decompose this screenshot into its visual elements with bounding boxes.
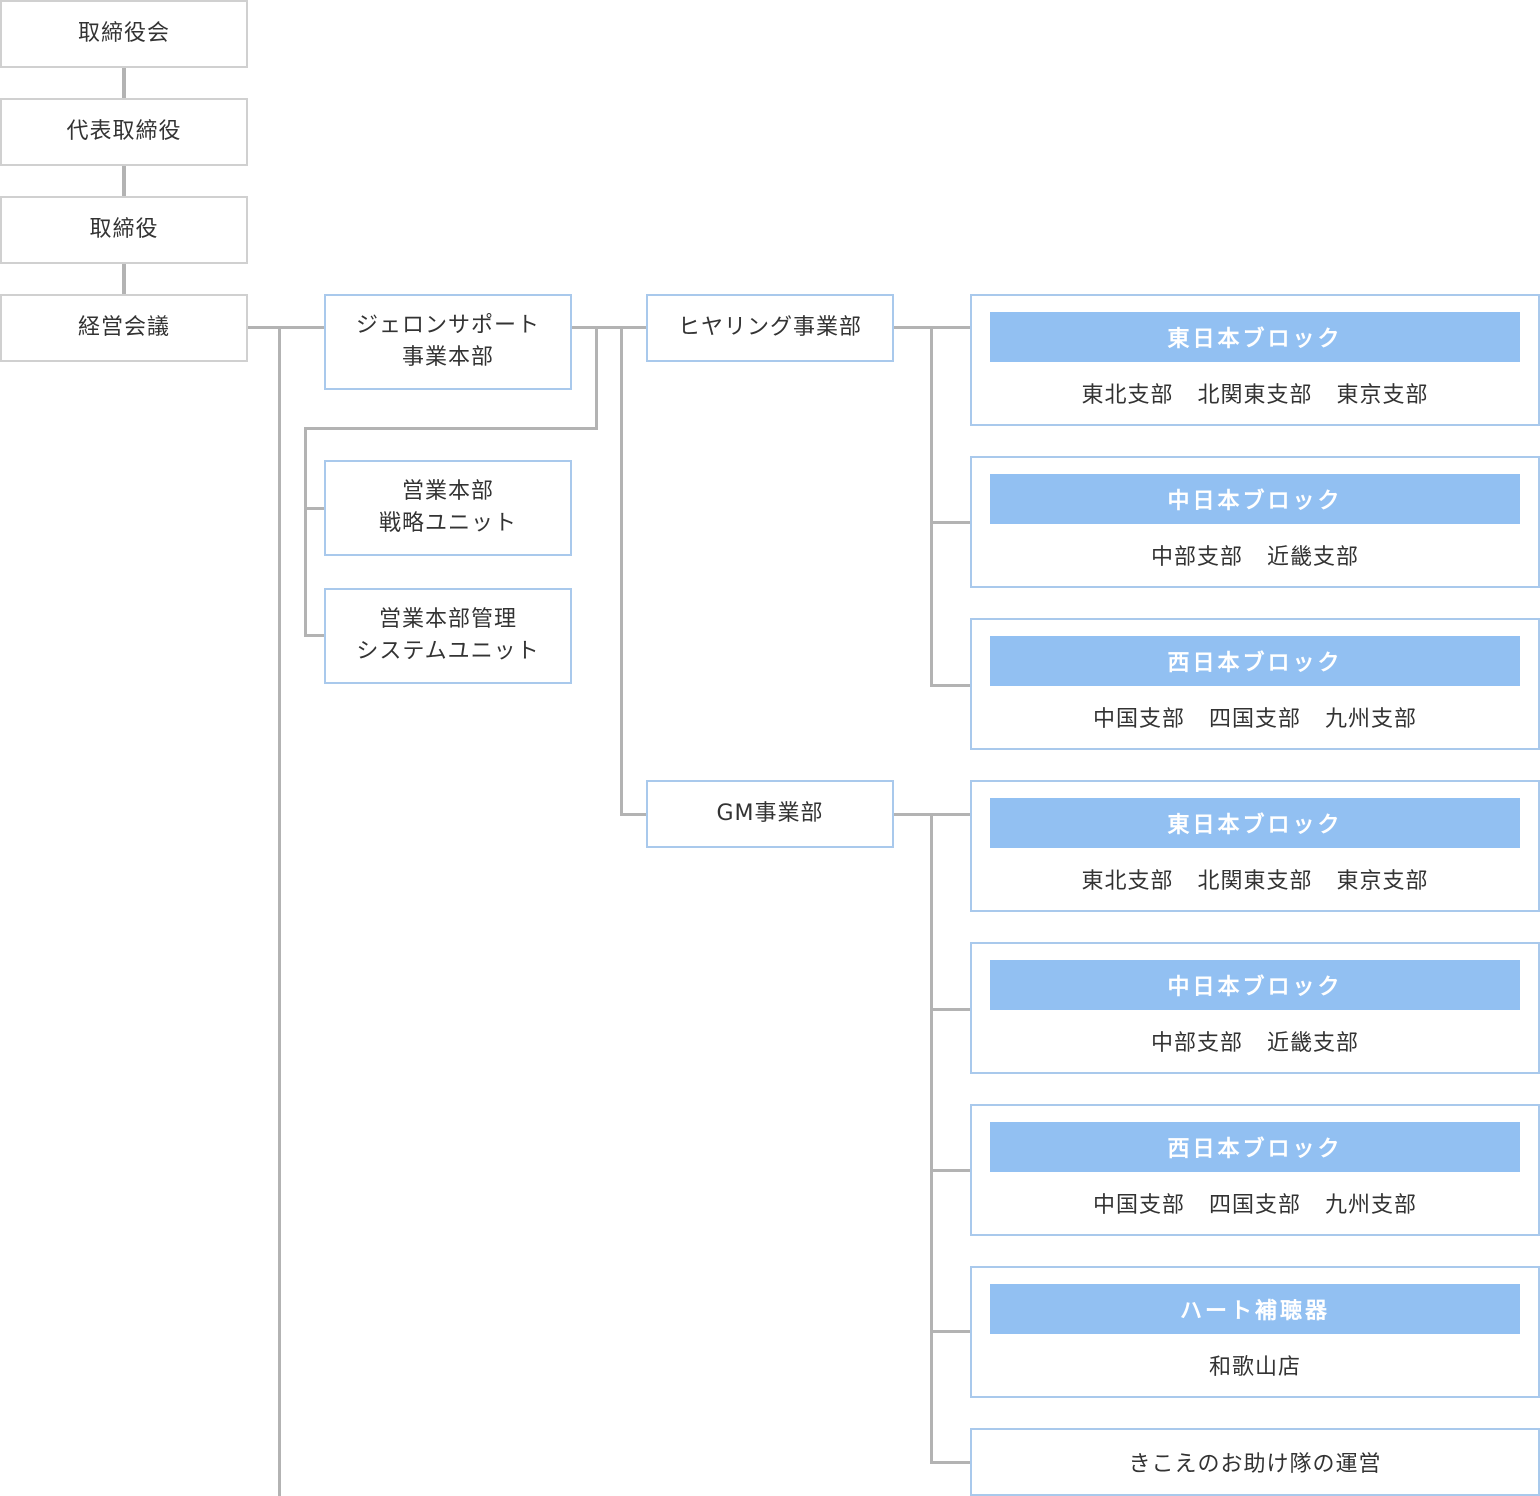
box-label: きこえのお助け隊の運営 (1128, 1452, 1382, 1477)
block-title: 西日本ブロック (990, 1122, 1520, 1172)
connector (930, 684, 971, 687)
block-branches: 東北支部 北関東支部 東京支部 (972, 362, 1538, 424)
block-west-japan: 西日本ブロック 中国支部 四国支部 九州支部 (970, 618, 1540, 750)
connector (247, 326, 324, 329)
board-of-directors-box: 取締役会 (0, 0, 248, 68)
branch: 九州支部 (1325, 1193, 1418, 1218)
box-label: 代表取締役 (66, 119, 182, 144)
branch: 和歌山店 (1208, 1355, 1301, 1380)
branch: 中国支部 (1092, 1193, 1185, 1218)
block-branches: 東北支部 北関東支部 東京支部 (972, 848, 1538, 910)
connector (571, 326, 647, 329)
sales-system-unit-box: 営業本部管理 システムユニット (324, 588, 572, 684)
block-title: 中日本ブロック (990, 960, 1520, 1010)
branch: 北関東支部 (1197, 869, 1313, 894)
connector (304, 427, 307, 637)
block-west-japan: 西日本ブロック 中国支部 四国支部 九州支部 (970, 1104, 1540, 1236)
block-heart-hearing-aid: ハート補聴器 和歌山店 (970, 1266, 1540, 1398)
connector (930, 521, 971, 524)
branch: 中部支部 (1150, 1031, 1243, 1056)
box-label: GM事業部 (716, 801, 824, 826)
connector (304, 634, 324, 637)
connector (122, 165, 126, 196)
block-branches: 中部支部 近畿支部 (972, 524, 1538, 586)
sales-strategy-unit-box: 営業本部 戦略ユニット (324, 460, 572, 556)
block-branches: 中部支部 近畿支部 (972, 1010, 1538, 1072)
box-label: ヒヤリング事業部 (677, 315, 862, 340)
connector (930, 326, 933, 687)
box-label: 経営会議 (77, 315, 170, 340)
box-label-line: 事業本部 (401, 345, 494, 370)
branch: 近畿支部 (1267, 545, 1360, 570)
connector (304, 507, 324, 510)
branch: 東北支部 (1081, 383, 1174, 408)
box-label: 取締役会 (77, 21, 170, 46)
branch: 中部支部 (1150, 545, 1243, 570)
connector (930, 1169, 971, 1172)
branch: 近畿支部 (1267, 1031, 1360, 1056)
gm-division-box: GM事業部 (646, 780, 894, 848)
connector (595, 326, 598, 430)
box-label-line: システムユニット (356, 639, 540, 664)
block-title: ハート補聴器 (990, 1284, 1520, 1334)
block-branches: 和歌山店 (972, 1334, 1538, 1396)
block-central-japan: 中日本ブロック 中部支部 近畿支部 (970, 942, 1540, 1074)
connector (930, 813, 933, 1464)
box-label-line: 営業本部 (401, 479, 494, 504)
connector (930, 1330, 971, 1333)
block-east-japan: 東日本ブロック 東北支部 北関東支部 東京支部 (970, 294, 1540, 426)
connector (620, 326, 623, 816)
connector (930, 1008, 971, 1011)
block-branches: 中国支部 四国支部 九州支部 (972, 1172, 1538, 1234)
connector (122, 67, 126, 98)
branch: 中国支部 (1092, 707, 1185, 732)
box-label-line: 戦略ユニット (378, 511, 517, 536)
branch: 東京支部 (1336, 869, 1429, 894)
block-title: 中日本ブロック (990, 474, 1520, 524)
branch: 東京支部 (1336, 383, 1429, 408)
connector (620, 813, 647, 816)
director-box: 取締役 (0, 196, 248, 264)
connector (930, 1461, 971, 1464)
block-central-japan: 中日本ブロック 中部支部 近畿支部 (970, 456, 1540, 588)
branch: 四国支部 (1208, 707, 1301, 732)
branch: 九州支部 (1325, 707, 1418, 732)
connector (278, 326, 281, 1496)
box-label-line: ジェロンサポート (355, 313, 540, 338)
representative-director-box: 代表取締役 (0, 98, 248, 166)
kikoe-helper-team-box: きこえのお助け隊の運営 (970, 1428, 1540, 1496)
connector (304, 427, 598, 430)
block-east-japan: 東日本ブロック 東北支部 北関東支部 東京支部 (970, 780, 1540, 912)
block-title: 西日本ブロック (990, 636, 1520, 686)
support-headquarters-box: ジェロンサポート 事業本部 (324, 294, 572, 390)
branch: 四国支部 (1208, 1193, 1301, 1218)
connector (122, 263, 126, 294)
box-label-line: 営業本部管理 (378, 607, 517, 632)
hearing-division-box: ヒヤリング事業部 (646, 294, 894, 362)
branch: 北関東支部 (1197, 383, 1313, 408)
management-council-box: 経営会議 (0, 294, 248, 362)
block-title: 東日本ブロック (990, 798, 1520, 848)
branch: 東北支部 (1081, 869, 1174, 894)
block-title: 東日本ブロック (990, 312, 1520, 362)
block-branches: 中国支部 四国支部 九州支部 (972, 686, 1538, 748)
box-label: 取締役 (89, 217, 159, 242)
